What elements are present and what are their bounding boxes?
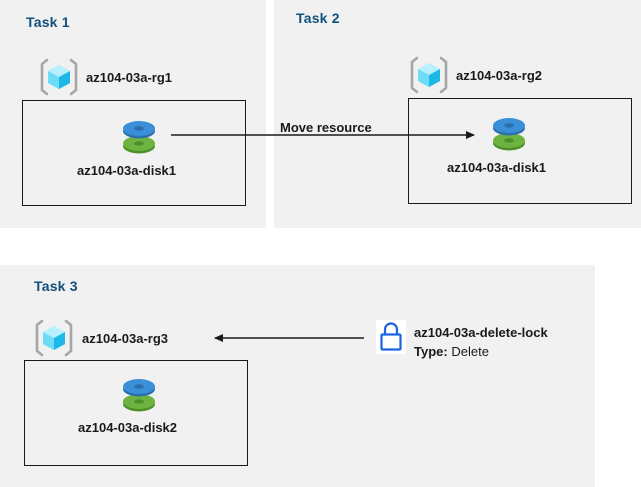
task-2-title: Task 2 — [296, 10, 340, 26]
managed-disk-icon — [489, 113, 529, 155]
panel-task3 — [0, 265, 595, 487]
move-resource-label: Move resource — [280, 120, 372, 135]
task-1-resource-label: az104-03a-disk1 — [77, 163, 177, 178]
resource-group-cube-icon — [408, 55, 450, 95]
managed-disk-icon — [119, 374, 159, 416]
task-1-title: Task 1 — [26, 14, 70, 30]
lock-type-value: Delete — [451, 344, 489, 359]
managed-disk-icon — [119, 116, 159, 158]
task-2-resource-box — [408, 98, 632, 204]
task-2-resource-group-label: az104-03a-rg2 — [456, 68, 542, 83]
resource-group-cube-icon — [38, 57, 80, 97]
resource-group-cube-icon — [33, 318, 75, 358]
lock-arrow — [214, 334, 364, 342]
task-3-resource-box — [24, 360, 248, 466]
lock-icon — [376, 320, 406, 354]
panel-task2 — [274, 0, 641, 228]
task-3-title: Task 3 — [34, 278, 78, 294]
lock-type-row: Type: Delete — [414, 344, 489, 359]
task-1-resource-group-label: az104-03a-rg1 — [86, 70, 172, 85]
task-1-resource-box — [22, 100, 246, 206]
task-2-resource-label: az104-03a-disk1 — [447, 160, 547, 175]
panel-task1 — [0, 0, 266, 228]
task-3-resource-label: az104-03a-disk2 — [78, 420, 178, 435]
lock-type-key: Type: — [414, 344, 448, 359]
move-resource-arrow — [171, 131, 475, 139]
task-3-resource-group-label: az104-03a-rg3 — [82, 331, 168, 346]
lock-name-label: az104-03a-delete-lock — [414, 325, 548, 340]
